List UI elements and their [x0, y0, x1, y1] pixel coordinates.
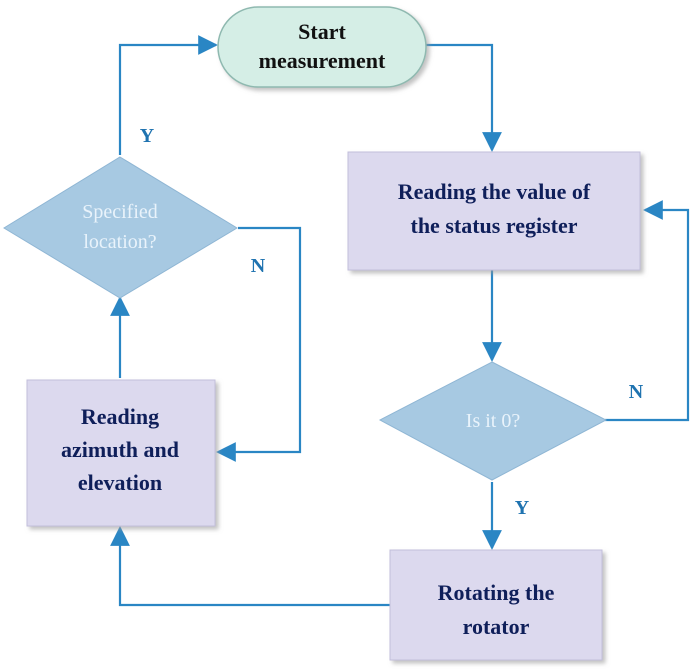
- start-label-line-2: measurement: [259, 48, 386, 73]
- read-azel-label-line-1: Reading: [81, 404, 159, 429]
- edge-specified-yes-to-start: [118, 35, 218, 155]
- edge-is-zero-no-to-read-status: [605, 200, 690, 422]
- read-status-node: Reading the value of the status register: [347, 151, 641, 271]
- edge-specified-no-to-read-azel: [216, 226, 302, 462]
- start-node: Start measurement: [217, 6, 427, 88]
- rotate-label-line-2: rotator: [463, 614, 530, 639]
- is-zero-decision: Is it 0?: [378, 361, 608, 481]
- rotate-label-line-1: Rotating the: [438, 580, 555, 605]
- specified-yes-label: Y: [140, 125, 155, 147]
- read-status-label-line-1: Reading the value of: [398, 179, 591, 204]
- rotate-node: Rotating the rotator: [389, 549, 603, 661]
- specified-label-line-1: Specified: [82, 201, 158, 223]
- edge-start-to-read-status: [425, 43, 502, 152]
- read-azel-label-line-3: elevation: [78, 470, 162, 495]
- is-zero-no-label: N: [629, 381, 644, 403]
- read-azel-label-line-2: azimuth and: [61, 437, 179, 462]
- specified-decision: Specified location?: [3, 156, 238, 299]
- is-zero-label: Is it 0?: [466, 410, 521, 432]
- read-azel-node: Reading azimuth and elevation: [26, 379, 216, 527]
- is-zero-yes-label: Y: [515, 497, 530, 519]
- specified-label-line-2: location?: [83, 231, 156, 253]
- start-label-line-1: Start: [298, 19, 346, 44]
- read-status-label-line-2: the status register: [411, 213, 578, 238]
- specified-no-label: N: [251, 255, 266, 277]
- edge-rotate-to-read-azel: [110, 526, 390, 607]
